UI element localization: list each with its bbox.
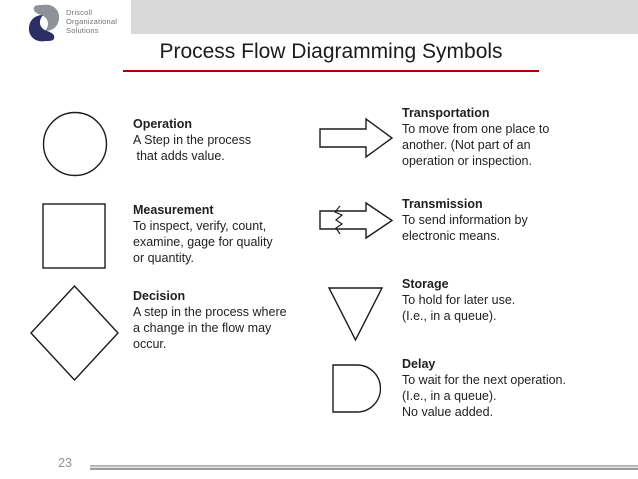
symbol-description-delay: Delay To wait for the next operation. (I…	[402, 356, 566, 420]
logo-wordmark: Driscoll Organizational Solutions	[66, 3, 117, 35]
zigzag-arrow-symbol-icon	[319, 201, 394, 240]
delay-dshape-symbol-icon	[332, 364, 381, 413]
symbol-text-line: occur.	[133, 337, 167, 351]
symbol-text-line: To inspect, verify, count,	[133, 219, 267, 233]
company-logo: Driscoll Organizational Solutions	[24, 1, 120, 45]
symbol-label: Transmission	[402, 197, 483, 211]
symbol-label: Storage	[402, 277, 449, 291]
symbol-text-line: To send information by	[402, 213, 528, 227]
symbol-description-measurement: Measurement To inspect, verify, count, e…	[133, 202, 273, 266]
arrow-symbol-icon	[319, 117, 394, 159]
symbol-text-line: another. (Not part of an	[402, 138, 531, 152]
symbol-description-storage: Storage To hold for later use. (I.e., in…	[402, 276, 515, 324]
circle-symbol-icon	[42, 111, 108, 177]
symbol-text-line: A Step in the process	[133, 133, 252, 147]
page-number: 23	[58, 456, 72, 470]
symbol-label: Measurement	[133, 203, 214, 217]
symbol-label: Delay	[402, 357, 436, 371]
footer-divider	[90, 465, 638, 470]
symbol-label: Operation	[133, 117, 193, 131]
symbol-description-transmission: Transmission To send information by elec…	[402, 196, 528, 244]
symbol-text-line: that adds value.	[133, 149, 225, 163]
header-bar	[131, 0, 638, 34]
logo-line: Driscoll	[66, 8, 93, 17]
symbol-description-operation: Operation A Step in the process that add…	[133, 116, 251, 164]
diamond-symbol-icon	[30, 285, 119, 381]
symbol-text-line: a change in the flow may	[133, 321, 272, 335]
logo-line: Organizational	[66, 17, 118, 26]
symbol-label: Transportation	[402, 106, 490, 120]
inverted-triangle-symbol-icon	[327, 287, 384, 342]
symbol-text-line: examine, gage for quality	[133, 235, 273, 249]
symbol-text-line: electronic means.	[402, 229, 500, 243]
symbol-text-line: To move from one place to	[402, 122, 550, 136]
driscoll-logo-icon	[28, 4, 60, 42]
symbol-text-line: (I.e., in a queue).	[402, 389, 497, 403]
symbol-label: Decision	[133, 289, 186, 303]
symbol-text-line: (I.e., in a queue).	[402, 309, 497, 323]
symbol-text-line: or quantity.	[133, 251, 194, 265]
symbol-text-line: To hold for later use.	[402, 293, 516, 307]
logo-line: Solutions	[66, 26, 99, 35]
title-underline	[123, 70, 539, 72]
symbol-description-decision: Decision A step in the process where a c…	[133, 288, 287, 352]
symbol-text-line: operation or inspection.	[402, 154, 532, 168]
symbol-text-line: No value added.	[402, 405, 494, 419]
slide-title: Process Flow Diagramming Symbols	[159, 40, 503, 63]
symbol-text-line: A step in the process where	[133, 305, 287, 319]
square-symbol-icon	[42, 203, 106, 269]
symbol-description-transportation: Transportation To move from one place to…	[402, 105, 549, 169]
symbol-text-line: To wait for the next operation.	[402, 373, 566, 387]
